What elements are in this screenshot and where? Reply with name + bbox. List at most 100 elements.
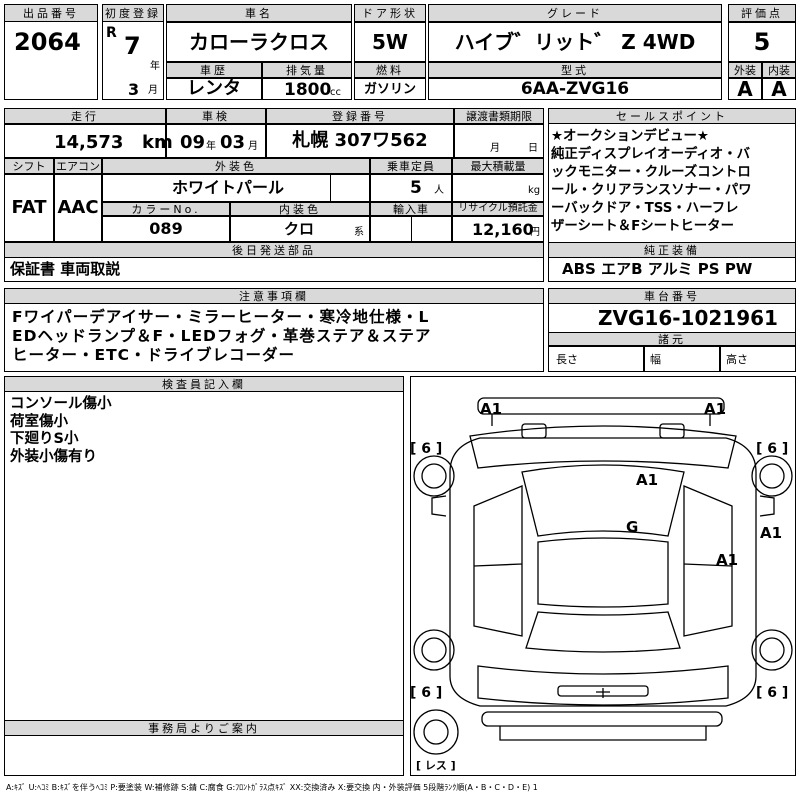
score-label: 評価点 — [728, 4, 796, 22]
notes-line: Fワイパーデアイサー・ミラーヒーター・寒冷地仕様・L — [12, 308, 430, 326]
exterior-color: ホワイトパール — [172, 178, 285, 197]
transfer-deadline-cell — [454, 124, 544, 158]
mark-front-left: A1 — [480, 400, 503, 418]
displacement: 1800 — [284, 80, 332, 100]
sales-point-text: ★オークションデビュー★ 純正ディスプレイオーディオ・バ ックモニター・クルーズ… — [551, 128, 795, 236]
width-label: 幅 — [650, 353, 661, 366]
exterior-grade-label: 外装 — [728, 62, 762, 78]
length-label: 長さ — [556, 353, 578, 366]
inspector-line: 外装小傷有り — [10, 448, 97, 465]
sales-point-line: ックモニター・クルーズコントロ — [551, 165, 751, 180]
chassis-number: ZVG16-1021961 — [598, 306, 778, 330]
mark-front-right: A1 — [704, 400, 727, 418]
car-name-label: 車名 — [166, 4, 352, 22]
chassis-label: 車台番号 — [548, 288, 796, 304]
displacement-unit: cc — [330, 87, 341, 98]
registration-year: 7 — [124, 32, 141, 60]
inspector-line: コンソール傷小 — [10, 396, 112, 412]
exterior-grade: A — [728, 78, 762, 100]
tire-front-right: [ 6 ] — [756, 441, 789, 457]
displacement-cell — [262, 78, 352, 100]
lot-number: 2064 — [14, 28, 81, 56]
capacity-label: 乗車定員 — [370, 158, 452, 174]
sales-point-line: ザーシート＆Fシートヒーター — [551, 219, 734, 234]
door-type-label: ドア形状 — [354, 4, 426, 22]
notes-line: EDヘッドランプ＆F・LEDフォグ・革巻ステア＆ステア — [12, 327, 432, 345]
recycle-label: リサイクル預託金 — [452, 202, 544, 216]
inspection-year: 09 — [180, 132, 206, 153]
inspection-month: 03 — [220, 132, 246, 153]
history: レンタ — [166, 78, 262, 100]
car-diagram-box — [410, 376, 796, 776]
era-mark: R — [106, 25, 117, 41]
inspector-text: コンソール傷小 荷室傷小 下廻りS小 外装小傷有り — [10, 396, 112, 466]
grade-label: グレード — [428, 4, 722, 22]
width-cell — [644, 346, 720, 372]
lot-number-label: 出品番号 — [4, 4, 98, 22]
equipment: ABS エアB アルミ PS PW — [562, 260, 753, 278]
capacity: 5 — [410, 178, 422, 198]
notes-text: Fワイパーデアイサー・ミラーヒーター・寒冷地仕様・L EDヘッドランプ＆F・LE… — [12, 308, 431, 365]
registration-month: 3 — [128, 80, 140, 99]
height-label: 高さ — [726, 353, 748, 366]
model-code: 6AA-ZVG16 — [428, 78, 722, 100]
score: 5 — [728, 22, 796, 62]
inspector-line: 荷室傷小 — [10, 413, 68, 430]
tire-front-left: [ 6 ] — [410, 441, 443, 457]
month-unit: 月 — [148, 85, 158, 96]
import-label: 輸入車 — [370, 202, 452, 216]
capacity-cell — [370, 174, 452, 202]
exterior-color-extra — [330, 174, 370, 202]
mark-windshield: G — [626, 518, 639, 536]
mark-hood: A1 — [636, 471, 659, 489]
inspector-line: 下廻りS小 — [10, 431, 79, 447]
mileage: 14,573 — [54, 132, 124, 153]
interior-grade: A — [762, 78, 796, 100]
tire-spare: [ レス ] — [416, 759, 456, 772]
fuel: ガソリン — [354, 78, 426, 100]
mark-right-door: A1 — [716, 551, 739, 569]
mark-right-side: A1 — [760, 524, 783, 542]
model-label: 型式 — [428, 62, 722, 78]
first-registration-label: 初度登録 — [102, 4, 164, 22]
office-notice-label: 事務局よりご案内 — [4, 720, 404, 736]
max-load-cell — [452, 174, 544, 202]
mileage-label: 走行 — [4, 108, 166, 124]
interior-color-unit: 系 — [354, 227, 364, 238]
capacity-unit: 人 — [434, 185, 444, 196]
inspection-year-unit: 年 — [206, 141, 216, 152]
sales-point-line: ★オークションデビュー★ — [551, 129, 709, 144]
sales-point-label: セールスポイント — [548, 108, 796, 124]
car-diagram — [413, 397, 793, 755]
door-type: 5W — [354, 22, 426, 62]
inspection-cell — [166, 124, 266, 158]
mileage-unit: km — [142, 132, 173, 153]
length-cell — [548, 346, 644, 372]
inspector-label: 検査員記入欄 — [4, 376, 404, 392]
car-name: カローラクロス — [166, 22, 352, 62]
notes-label: 注意事項欄 — [4, 288, 544, 304]
ac: AAC — [54, 174, 102, 242]
interior-color: クロ — [284, 220, 315, 238]
max-load-label: 最大積載量 — [452, 158, 544, 174]
recycle-deposit: 12,160 — [472, 220, 534, 239]
transfer-day-unit: 日 — [528, 143, 538, 154]
plate-label: 登録番号 — [266, 108, 454, 124]
interior-grade-label: 内装 — [762, 62, 796, 78]
equipment-label: 純正装備 — [548, 242, 796, 258]
later-parts: 保証書 車両取説 — [10, 260, 121, 278]
recycle-unit: 円 — [530, 227, 540, 238]
shift: FAT — [4, 174, 54, 242]
sales-point-line: ーバックドア・TSS・ハーフレ — [551, 201, 739, 216]
inspection-label: 車検 — [166, 108, 266, 124]
exterior-color-label: 外装色 — [102, 158, 370, 174]
tire-rear-right: [ 6 ] — [756, 685, 789, 701]
inspection-month-unit: 月 — [248, 141, 258, 152]
mileage-cell — [4, 124, 166, 158]
shift-label: シフト — [4, 158, 54, 174]
color-no: 089 — [102, 216, 230, 242]
displacement-label: 排気量 — [262, 62, 352, 78]
sales-point-line: 純正ディスプレイオーディオ・バ — [551, 147, 750, 162]
specs-label: 諸元 — [548, 332, 796, 346]
year-unit: 年 — [150, 61, 160, 72]
